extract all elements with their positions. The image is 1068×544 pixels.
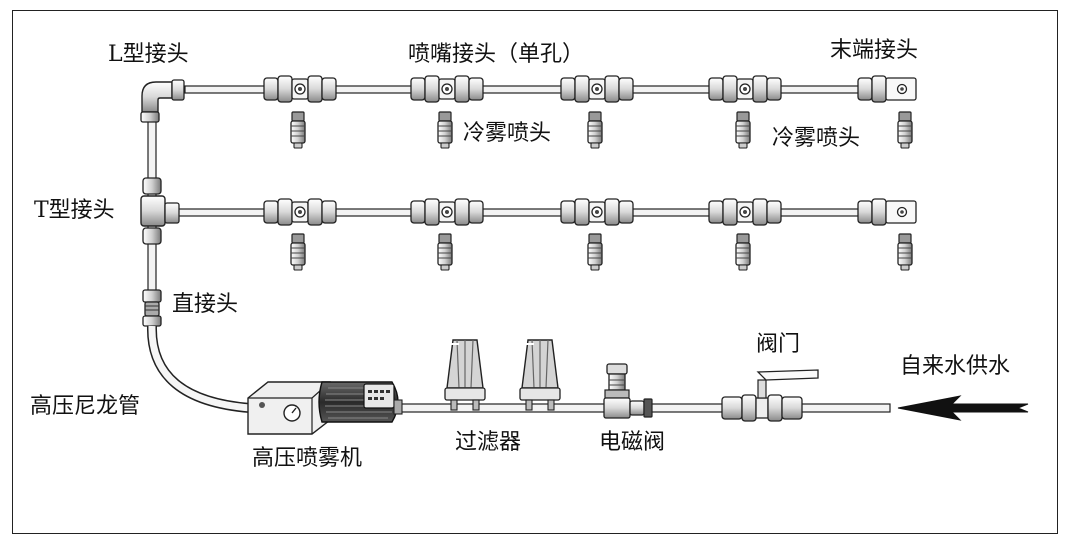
nozzle-fitting-icon: [263, 75, 337, 103]
mist-nozzle-icon: [587, 111, 603, 149]
nozzle-fitting-icon: [410, 75, 484, 103]
mist-nozzle-icon: [735, 233, 751, 271]
filter-icons: [444, 339, 561, 411]
l-fitting-icon: [140, 79, 185, 123]
mist-nozzle-icon: [437, 111, 453, 149]
label-solenoid-valve: 电磁阀: [599, 430, 666, 455]
mist-nozzle-icon: [735, 111, 751, 149]
mist-nozzle-icon: [437, 233, 453, 271]
mist-nozzle-icon: [897, 233, 913, 271]
mist-nozzle-icon: [290, 111, 306, 149]
label-l-fitting: L型接头: [108, 42, 189, 67]
mist-nozzle-icon: [897, 111, 913, 149]
filter-icon: [444, 339, 486, 411]
label-nozzle-fitting: 喷嘴接头（单孔）: [408, 42, 585, 67]
nozzle-fitting-icon: [410, 198, 484, 226]
nozzle-fitting-icon: [560, 198, 634, 226]
label-end-fitting: 末端接头: [830, 38, 919, 63]
label-cold-mist-nozzle-1: 冷雾喷头: [463, 121, 552, 146]
nozzle-fitting-icon: [708, 75, 782, 103]
label-cold-mist-nozzle-2: 冷雾喷头: [772, 126, 861, 151]
mist-nozzle-icon: [290, 233, 306, 271]
label-filter: 过滤器: [455, 430, 522, 455]
label-mist-machine: 高压喷雾机: [252, 446, 363, 471]
end-fitting-icon: [857, 198, 917, 226]
nozzle-fitting-icon: [708, 198, 782, 226]
label-straight-fitting: 直接头: [172, 292, 239, 317]
label-nylon-tube: 高压尼龙管: [30, 394, 141, 419]
nylon-tube: [146, 325, 251, 413]
mist-nozzle-icon: [587, 233, 603, 271]
label-tap-water: 自来水供水: [900, 354, 1011, 379]
middle-row-nozzles: [290, 233, 913, 271]
nozzle-fitting-icon: [560, 75, 634, 103]
solenoid-valve-icon: [603, 363, 653, 419]
valve-icon: [721, 369, 819, 422]
label-valve: 阀门: [756, 332, 801, 357]
filter-icon: [519, 339, 561, 411]
water-inflow-arrow-icon: [897, 395, 1029, 421]
t-fitting-icon: [140, 177, 180, 245]
straight-fitting-icon: [142, 289, 162, 327]
nozzle-fitting-icon: [263, 198, 337, 226]
mist-machine-icon: [247, 381, 403, 435]
label-t-fitting: T型接头: [34, 198, 115, 223]
end-fitting-icon: [857, 75, 917, 103]
